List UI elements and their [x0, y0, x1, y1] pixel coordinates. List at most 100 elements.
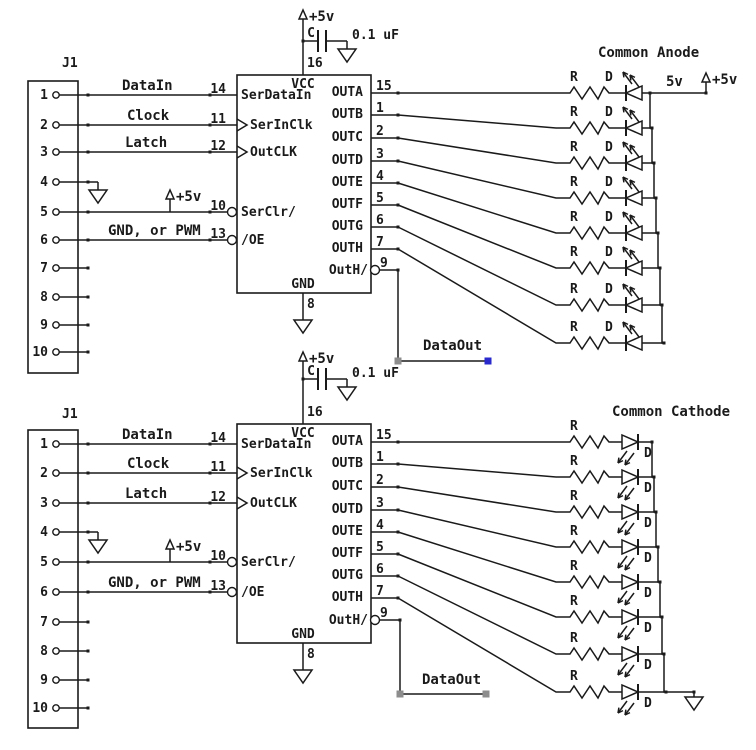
chip-pin-label: OUTD: [332, 153, 363, 168]
pin-number: 2: [376, 124, 384, 139]
dataout-marker-gray: [394, 357, 402, 365]
wire: [397, 160, 566, 199]
led-emission-arrow-icon: [624, 636, 631, 641]
ground-icon: [336, 48, 358, 64]
led-icon: [624, 154, 643, 172]
led-emission-arrow-icon: [622, 246, 633, 260]
resistor-ref: R: [570, 631, 578, 646]
signal-label: DataIn: [122, 427, 173, 443]
ground-icon: [683, 696, 705, 712]
resistor-ref: R: [570, 489, 578, 504]
connector-pin-circle: [52, 236, 60, 244]
pin-number: 13: [210, 227, 226, 242]
junction-dot: [86, 649, 90, 653]
led-emission-arrow-icon: [617, 599, 624, 604]
led-emission-arrow-icon: [624, 599, 627, 606]
chip-pin-label: OutH/: [329, 613, 368, 628]
led-emission-arrow-icon: [624, 702, 635, 716]
led-emission-arrow-icon: [617, 662, 628, 676]
resistor-ref: R: [570, 70, 578, 85]
signal-label: Latch: [125, 135, 167, 151]
led-emission-arrow-icon: [624, 601, 631, 606]
supply-label: +5v: [176, 189, 201, 205]
diode-ref: D: [605, 210, 613, 225]
diode-ref: D: [644, 481, 652, 496]
led-icon: [621, 538, 640, 556]
led-emission-arrow-icon: [629, 214, 636, 219]
led-emission-arrow-icon: [629, 109, 640, 123]
inversion-bubble-icon: [369, 614, 381, 626]
led-icon: [624, 224, 643, 242]
led-icon: [624, 296, 643, 314]
led-emission-arrow-icon: [617, 625, 628, 639]
led-emission-arrow-icon: [617, 529, 624, 534]
dataout-marker-blue: [484, 357, 492, 365]
led-emission-arrow-icon: [624, 671, 627, 678]
led-emission-arrow-icon: [622, 321, 625, 328]
junction-dot: [208, 123, 212, 127]
led-emission-arrow-icon: [624, 673, 631, 678]
chip-pin-label: OUTG: [332, 568, 363, 583]
clock-input-icon: [236, 145, 249, 159]
wire: [397, 248, 566, 344]
pin-number: 4: [376, 518, 384, 533]
led-emission-arrow-icon: [624, 592, 635, 606]
chip-pin-label: OUTA: [332, 85, 363, 100]
junction-dot: [86, 678, 90, 682]
led-icon: [621, 503, 640, 521]
resistor-ref: R: [570, 454, 578, 469]
chip-gnd-label: GND: [291, 277, 315, 292]
led-emission-arrow-icon: [624, 459, 627, 466]
junction-dot: [208, 238, 212, 242]
led-emission-arrow-icon: [629, 74, 640, 88]
connector-pin-circle: [52, 528, 60, 536]
led-icon: [621, 468, 640, 486]
chip-pin-label: OUTH: [332, 590, 363, 605]
connector-pin-number: 1: [40, 437, 48, 452]
led-emission-arrow-icon: [617, 669, 620, 676]
clock-input-icon: [236, 496, 249, 510]
resistor-ref: R: [570, 559, 578, 574]
led-emission-arrow-icon: [622, 283, 629, 288]
led-emission-arrow-icon: [629, 286, 640, 300]
diode-ref: D: [605, 140, 613, 155]
clock-input-icon: [236, 466, 249, 480]
junction-dot: [208, 150, 212, 154]
chip-pin-label: OUTE: [332, 175, 363, 190]
connector-pin-circle: [52, 440, 60, 448]
resistor-ref: R: [570, 594, 578, 609]
dataout-marker-gray: [396, 690, 404, 698]
connector-pin-circle: [52, 588, 60, 596]
diode-ref: D: [644, 446, 652, 461]
diode-ref: D: [605, 175, 613, 190]
inversion-bubble-icon: [226, 586, 238, 598]
led-emission-arrow-icon: [629, 179, 632, 186]
led-emission-arrow-icon: [622, 141, 633, 155]
chip-pin-label: OUTH: [332, 241, 363, 256]
connector-pin-number: 3: [40, 145, 48, 160]
connector-pin-number: 4: [40, 525, 48, 540]
led-emission-arrow-icon: [629, 144, 640, 158]
diode-ref: D: [605, 320, 613, 335]
chip-pin-label: OutCLK: [250, 145, 297, 160]
capacitor-value: 0.1 uF: [352, 366, 399, 381]
led-emission-arrow-icon: [622, 71, 633, 85]
wire: [397, 509, 566, 548]
dataout-marker-gray: [482, 690, 490, 698]
pin-number: 5: [376, 191, 384, 206]
wire: [397, 531, 566, 583]
junction-dot: [208, 210, 212, 214]
led-emission-arrow-icon: [624, 627, 635, 641]
led-emission-arrow-icon: [622, 71, 625, 78]
signal-label: Latch: [125, 486, 167, 502]
resistor-icon: [566, 574, 612, 590]
connector-pin-number: 10: [32, 701, 48, 716]
connector-box: [27, 429, 79, 729]
resistor-ref: R: [570, 282, 578, 297]
connector-pin-number: 4: [40, 175, 48, 190]
led-icon: [621, 573, 640, 591]
pin-number: 4: [376, 169, 384, 184]
led-emission-arrow-icon: [629, 144, 636, 149]
connector-pin-circle: [52, 293, 60, 301]
